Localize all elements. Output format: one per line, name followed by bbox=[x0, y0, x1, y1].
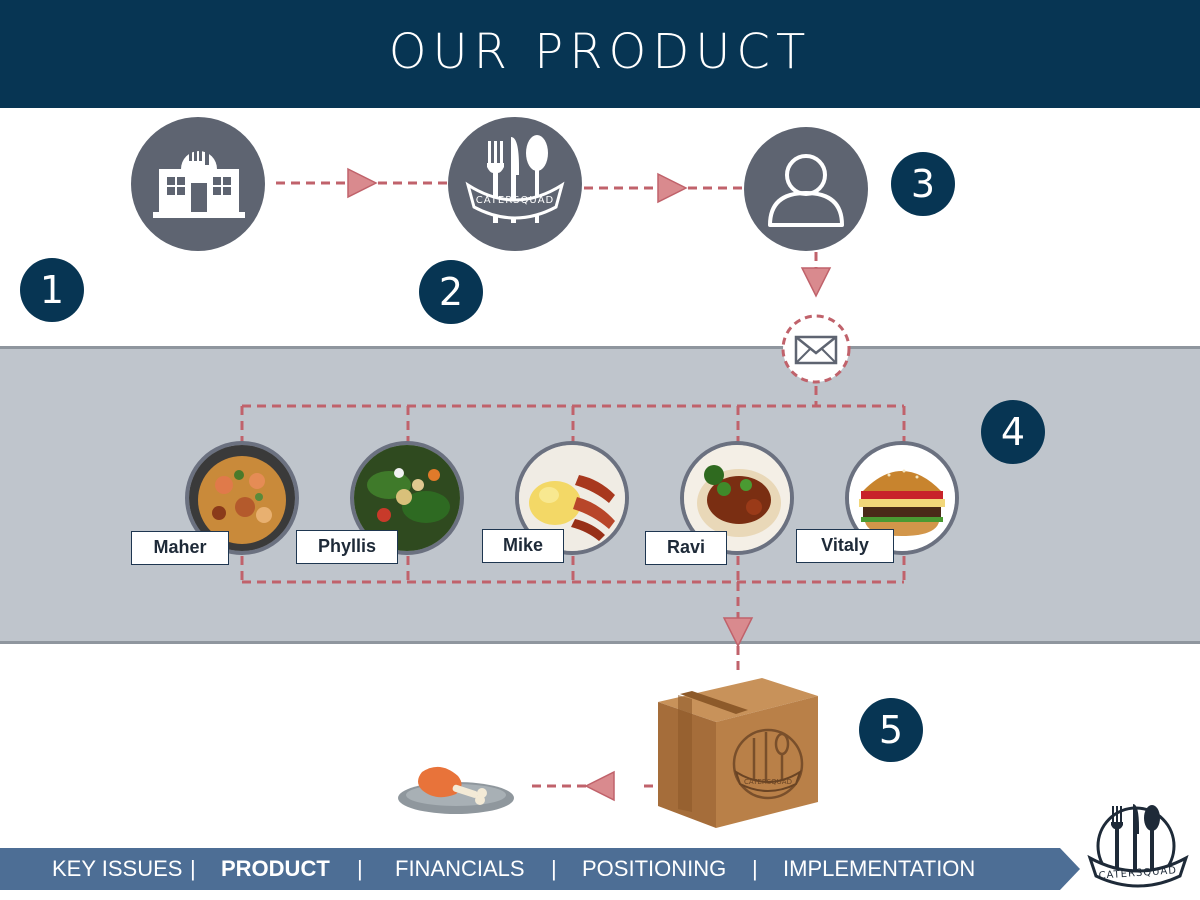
nav-item-financials[interactable]: FINANCIALS bbox=[395, 856, 525, 881]
team-member-label: Maher bbox=[131, 531, 229, 565]
nav-separator: | bbox=[190, 856, 196, 881]
catersquad-logo-icon: CATERSQUAD bbox=[448, 117, 582, 251]
catersquad-corner-logo: CATERSQUAD bbox=[1087, 804, 1189, 888]
nav-item-product[interactable]: PRODUCT bbox=[221, 856, 330, 881]
step-1-badge: 1 bbox=[20, 258, 84, 322]
page-title: OUR PRODUCT bbox=[388, 24, 812, 80]
chicken-leg-icon bbox=[398, 766, 514, 814]
nav-item-implementation[interactable]: IMPLEMENTATION bbox=[783, 856, 976, 881]
food-photo-shrimp-bowl bbox=[185, 441, 299, 555]
nav-separator: | bbox=[357, 856, 363, 881]
nav-item-positioning[interactable]: POSITIONING bbox=[582, 856, 727, 881]
step-2-badge: 2 bbox=[419, 260, 483, 324]
step-3-badge: 3 bbox=[891, 152, 955, 216]
team-member-label: Ravi bbox=[645, 531, 727, 565]
envelope-icon bbox=[781, 314, 851, 384]
user-icon bbox=[744, 127, 868, 251]
nav-separator: | bbox=[752, 856, 758, 881]
team-member-label: Phyllis bbox=[296, 530, 398, 564]
header-bar bbox=[0, 0, 1200, 108]
restaurant-icon bbox=[131, 117, 265, 251]
team-member-label: Vitaly bbox=[796, 529, 894, 563]
corner-brand-text: CATERSQUAD bbox=[1098, 865, 1177, 881]
nav-item-key-issues[interactable]: KEY ISSUES bbox=[52, 856, 183, 881]
box-brand-text: CATERSQUAD bbox=[744, 778, 792, 786]
section-navigation-bar bbox=[0, 848, 1080, 890]
step-4-badge: 4 bbox=[981, 400, 1045, 464]
team-member-label: Mike bbox=[482, 529, 564, 563]
brand-text: CATERSQUAD bbox=[476, 195, 555, 206]
nav-separator: | bbox=[551, 856, 557, 881]
step-5-badge: 5 bbox=[859, 698, 923, 762]
delivery-box-icon: CATERSQUAD bbox=[658, 678, 818, 828]
